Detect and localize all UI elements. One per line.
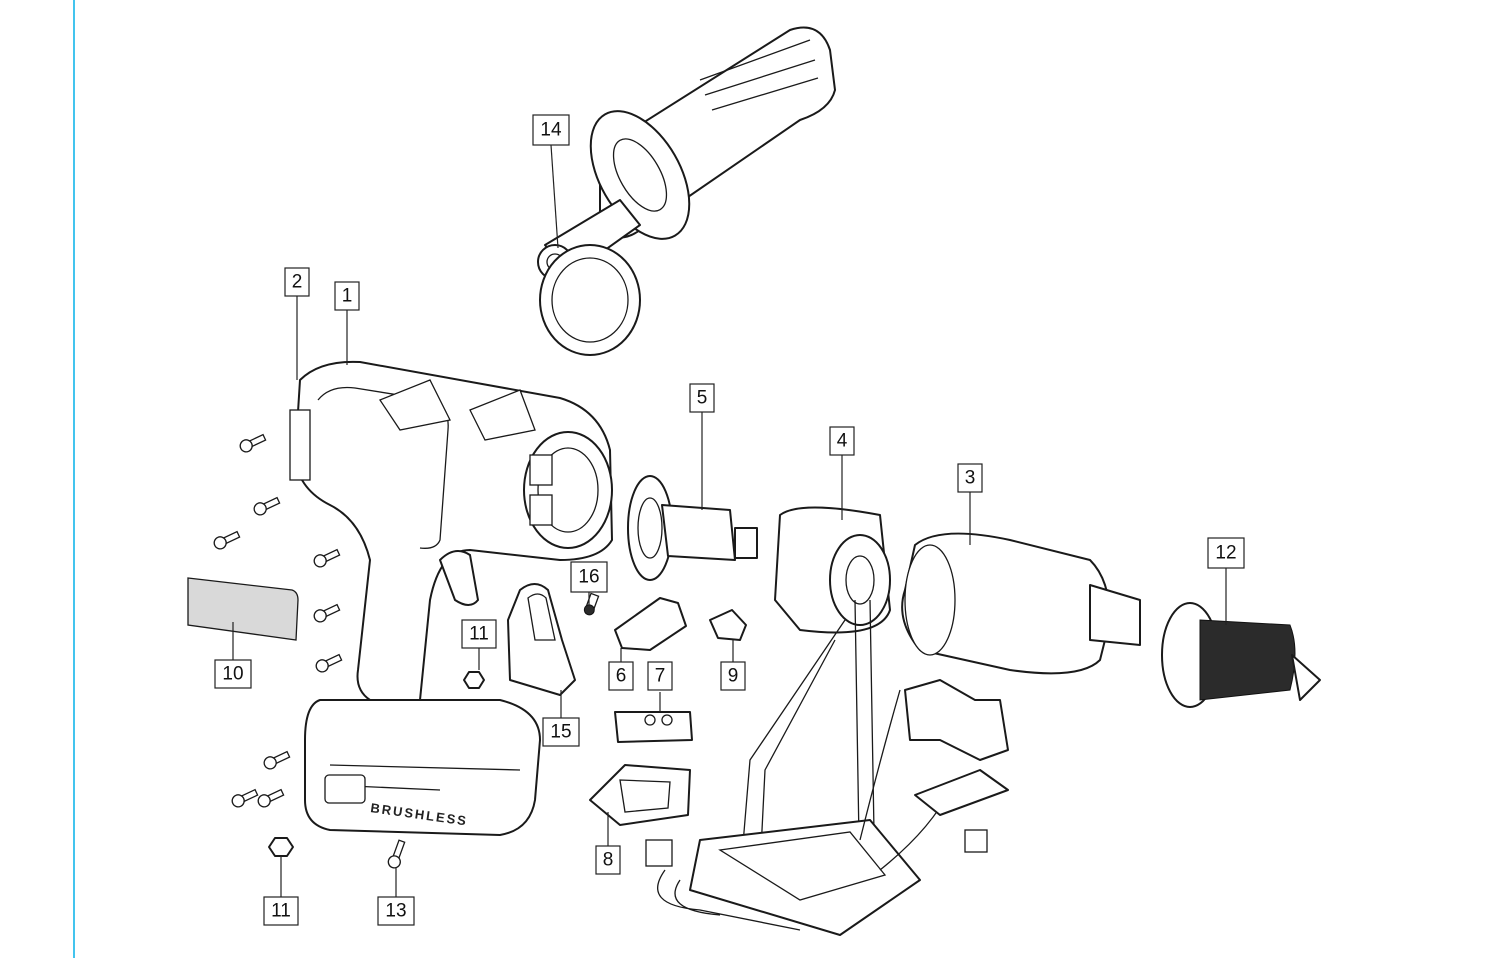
trigger-switch [904, 679, 1009, 761]
keyless-chuck [1161, 602, 1321, 708]
housing: BRUSHLESS [289, 360, 613, 836]
svg-text:11: 11 [271, 901, 291, 922]
callout-11-lower: 11 [263, 896, 299, 926]
svg-text:5: 5 [697, 388, 708, 409]
callout-2: 2 [284, 267, 310, 297]
callout-10: 10 [214, 659, 252, 689]
callout-1: 1 [334, 281, 360, 311]
switch-lever [614, 597, 687, 651]
svg-text:6: 6 [616, 666, 627, 687]
callout-4: 4 [829, 426, 855, 456]
callout-8: 8 [595, 845, 621, 875]
callout-12: 12 [1207, 537, 1245, 569]
callout-5: 5 [689, 383, 715, 413]
callout-3: 3 [957, 463, 983, 493]
svg-text:8: 8 [603, 850, 614, 871]
svg-text:11: 11 [469, 624, 489, 645]
svg-text:16: 16 [578, 567, 599, 588]
label-plate [187, 577, 299, 641]
wire-harness [657, 599, 951, 936]
svg-text:4: 4 [837, 431, 848, 452]
callout-9: 9 [720, 661, 746, 691]
margin-rule [73, 0, 75, 958]
callout-16: 16 [570, 561, 608, 593]
svg-text:9: 9 [728, 666, 739, 687]
rotor [627, 475, 758, 581]
stator [774, 506, 891, 634]
svg-text:12: 12 [1215, 543, 1236, 564]
nut-upper [463, 671, 485, 689]
control-board [914, 769, 1009, 853]
svg-text:1: 1 [342, 286, 353, 307]
callout-6: 6 [608, 661, 634, 691]
gearbox [901, 532, 1141, 675]
callout-7: 7 [647, 661, 673, 691]
nut-lower [268, 837, 294, 857]
callout-11-upper: 11 [461, 619, 497, 649]
callout-13: 13 [377, 896, 415, 926]
screws [213, 433, 600, 869]
svg-text:2: 2 [292, 272, 303, 293]
svg-text:15: 15 [550, 722, 571, 743]
callout-14: 14 [532, 114, 570, 146]
svg-text:3: 3 [965, 468, 976, 489]
callout-15: 15 [542, 717, 580, 747]
svg-text:7: 7 [655, 666, 666, 687]
pad [614, 711, 693, 743]
leader-lines [232, 144, 1227, 897]
svg-text:10: 10 [222, 664, 243, 685]
side-handle [537, 26, 836, 356]
svg-text:13: 13 [385, 901, 406, 922]
svg-text:14: 14 [540, 120, 562, 141]
small-clip [709, 609, 747, 641]
